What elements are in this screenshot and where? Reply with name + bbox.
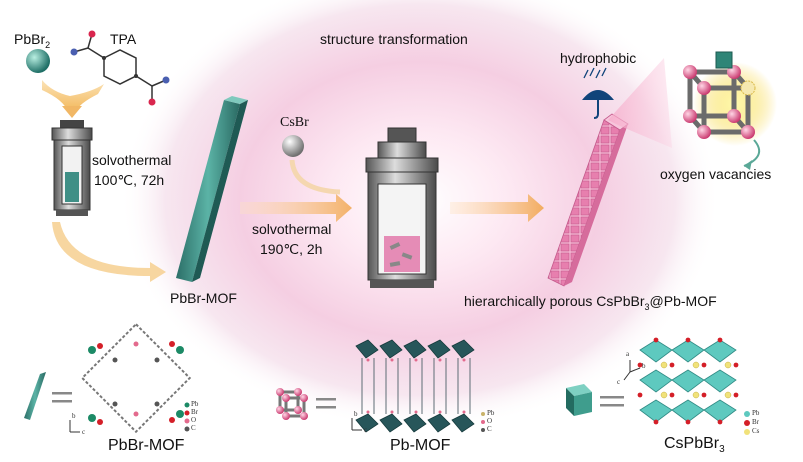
label-bottom-cspbbr3: CsPbBr3	[664, 435, 725, 456]
small-green-bar-icon	[24, 372, 46, 420]
arrow-to-product	[450, 194, 544, 222]
axis-left-b: b	[72, 412, 76, 420]
pbbr2-sphere-icon	[26, 49, 50, 73]
legend-mid-dots	[481, 412, 485, 432]
axis-right-c: c	[617, 378, 621, 386]
label-hydrophobic: hydrophobic	[560, 50, 637, 66]
csbr-sphere-icon	[282, 135, 304, 157]
legend-left-c: C	[191, 424, 196, 432]
pbbr-mof-bar-icon	[176, 96, 248, 282]
cspbbr3-atoms	[637, 337, 739, 425]
merge-arrow-head	[62, 106, 82, 118]
legend-left-pb: Pb	[191, 400, 199, 408]
axes-right-icon	[623, 360, 641, 381]
csbr-arrow	[289, 159, 341, 195]
legend-right-cs: Cs	[752, 427, 760, 435]
label-pbbr2: PbBr2	[14, 31, 51, 50]
legend-right-br: Br	[752, 418, 759, 426]
label-csbr: CsBr	[280, 115, 309, 130]
zoom-beam	[608, 58, 672, 148]
autoclave-1-icon	[51, 120, 93, 216]
umbrella-icon	[582, 67, 614, 119]
pb-mof-cell-nodes	[276, 388, 308, 420]
label-solvothermal-1: solvothermal	[92, 152, 172, 168]
label-product: hierarchically porous CsPbBr3@Pb-MOF	[464, 293, 717, 312]
legend-mid-pb: Pb	[487, 409, 495, 417]
axis-mid-c: c	[364, 426, 368, 434]
label-structure-transformation: structure transformation	[320, 31, 468, 47]
pbbr-mof-atoms	[88, 341, 184, 425]
axis-right-a: a	[626, 350, 630, 358]
label-solvothermal-2: solvothermal	[252, 221, 332, 237]
pb-mof-structure-icon	[355, 339, 475, 433]
pbbr-mof-structure-icon	[80, 322, 192, 434]
merge-arrow	[42, 80, 104, 112]
label-bottom-pbbr-mof: PbBr-MOF	[108, 437, 185, 454]
legend-right-pb: Pb	[752, 409, 760, 417]
legend-left-br: Br	[191, 408, 198, 416]
green-cube-icon	[715, 51, 733, 69]
autoclave-2-icon	[365, 127, 439, 288]
axes-left-icon	[69, 420, 80, 433]
curve-arrow-1	[52, 222, 166, 282]
equals-mid	[316, 398, 336, 401]
unit-cell-nodes	[683, 65, 756, 139]
cspbbr3-structure-icon	[639, 339, 737, 423]
legend-mid-c: C	[487, 425, 492, 433]
label-bottom-pb-mof: Pb-MOF	[390, 437, 451, 454]
legend-right-dots	[744, 411, 750, 435]
axis-mid-b: b	[354, 410, 358, 418]
label-condition-1: 100℃, 72h	[94, 172, 165, 188]
label-pbbr-mof: PbBr-MOF	[170, 290, 237, 306]
equals-left	[52, 392, 72, 395]
legend-left-dots	[184, 402, 190, 432]
cspbbr3-cube-icon	[566, 384, 592, 416]
cspbbr3-cs-atoms	[660, 361, 732, 399]
equals-right	[600, 396, 624, 399]
legend-left-o: O	[191, 416, 197, 424]
pb-mof-cell-icon	[278, 390, 306, 418]
legend-mid-o: O	[487, 417, 493, 425]
tpa-atoms	[70, 30, 170, 106]
arrow-to-autoclave-2	[240, 194, 352, 222]
label-condition-2: 190℃, 2h	[260, 241, 323, 257]
axis-left-c: c	[82, 428, 86, 436]
label-oxygen-vacancies: oxygen vacancies	[660, 166, 772, 182]
label-tpa: TPA	[110, 31, 137, 47]
axis-right-b: b	[642, 362, 646, 370]
axes-mid-icon	[351, 418, 362, 431]
